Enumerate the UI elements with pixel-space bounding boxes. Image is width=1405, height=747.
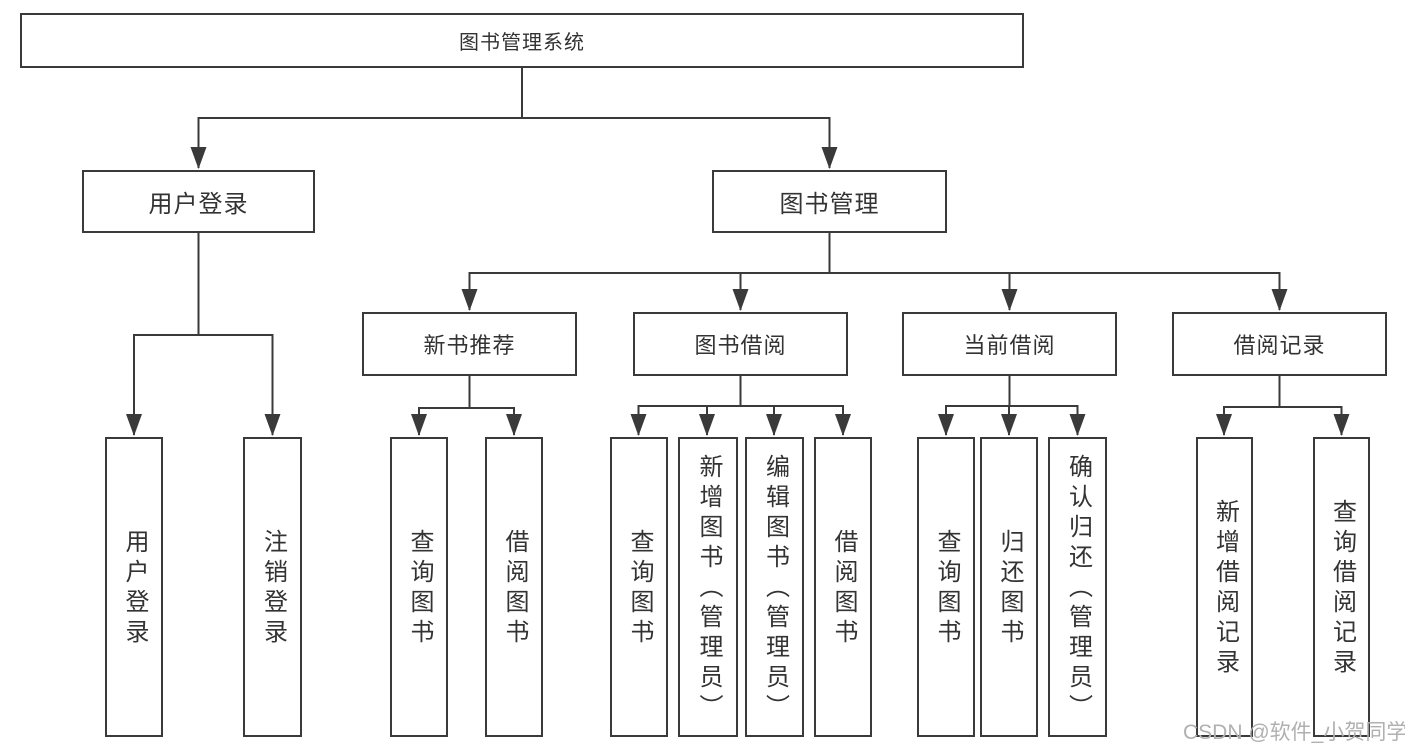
node-leaf-add-borrow-record: 新增借阅记录	[1196, 437, 1253, 737]
node-leaf-borrow-books: 借阅图书	[814, 437, 872, 737]
node-leaf-confirm-return-admin: 确认归还（管理员）	[1048, 437, 1107, 737]
connector-current-borrow-to-leaves	[938, 376, 1086, 436]
connector-new-book-to-leaves	[411, 376, 522, 436]
leaf-label: 借阅图书	[501, 529, 528, 649]
node-current-borrow: 当前借阅	[902, 312, 1117, 376]
node-book-borrow: 图书借阅	[633, 312, 848, 376]
node-new-book-recommend-label: 新书推荐	[423, 333, 516, 358]
leaf-label: 确认归还（管理员）	[1064, 454, 1092, 724]
node-leaf-query-books-current: 查询图书	[917, 437, 975, 737]
leaf-label: 查询图书	[933, 529, 960, 649]
node-borrow-records-label: 借阅记录	[1233, 333, 1326, 358]
csdn-watermark: CSDN @软件_小贺同学	[1183, 721, 1405, 744]
leaf-label: 用户登录	[121, 529, 148, 649]
node-leaf-user-login: 用户登录	[105, 437, 163, 737]
leaf-label: 归还图书	[996, 529, 1023, 649]
node-user-login-label: 用户登录	[148, 191, 249, 218]
node-book-management: 图书管理	[712, 170, 947, 233]
leaf-label: 查询图书	[626, 529, 653, 649]
node-leaf-query-borrow-record: 查询借阅记录	[1313, 437, 1370, 737]
connector-borrow-records-to-leaves	[1216, 376, 1350, 436]
node-book-borrow-label: 图书借阅	[694, 333, 787, 358]
leaf-label: 新增图书（管理员）	[695, 454, 722, 724]
node-leaf-borrow-books-recommend: 借阅图书	[485, 437, 543, 737]
connector-book-borrow-to-leaves	[630, 376, 851, 436]
leaf-label: 编辑图书（管理员）	[761, 454, 789, 724]
connector-root-to-level2	[190, 67, 838, 169]
node-user-login: 用户登录	[82, 170, 315, 233]
connector-book-management-to-level3	[461, 232, 1288, 311]
node-leaf-return-books: 归还图书	[980, 437, 1038, 737]
leaf-label: 借阅图书	[830, 529, 857, 649]
node-leaf-logout: 注销登录	[243, 437, 302, 737]
node-leaf-query-books-recommend: 查询图书	[390, 437, 448, 737]
leaf-label: 注销登录	[259, 529, 287, 649]
node-leaf-query-books-borrow: 查询图书	[610, 437, 668, 737]
node-leaf-edit-books-admin: 编辑图书（管理员）	[745, 437, 804, 737]
leaf-label: 查询借阅记录	[1328, 499, 1356, 679]
node-current-borrow-label: 当前借阅	[963, 333, 1056, 358]
node-new-book-recommend: 新书推荐	[362, 312, 577, 376]
leaf-label: 新增借阅记录	[1211, 499, 1239, 679]
connector-user-login-to-leaves	[126, 232, 281, 436]
node-book-management-label: 图书管理	[779, 191, 880, 218]
node-borrow-records: 借阅记录	[1172, 312, 1387, 376]
node-root-label: 图书管理系统	[459, 32, 585, 54]
leaf-label: 查询图书	[406, 529, 433, 649]
node-leaf-add-books-admin: 新增图书（管理员）	[678, 437, 738, 737]
node-root-library-system: 图书管理系统	[20, 13, 1024, 68]
